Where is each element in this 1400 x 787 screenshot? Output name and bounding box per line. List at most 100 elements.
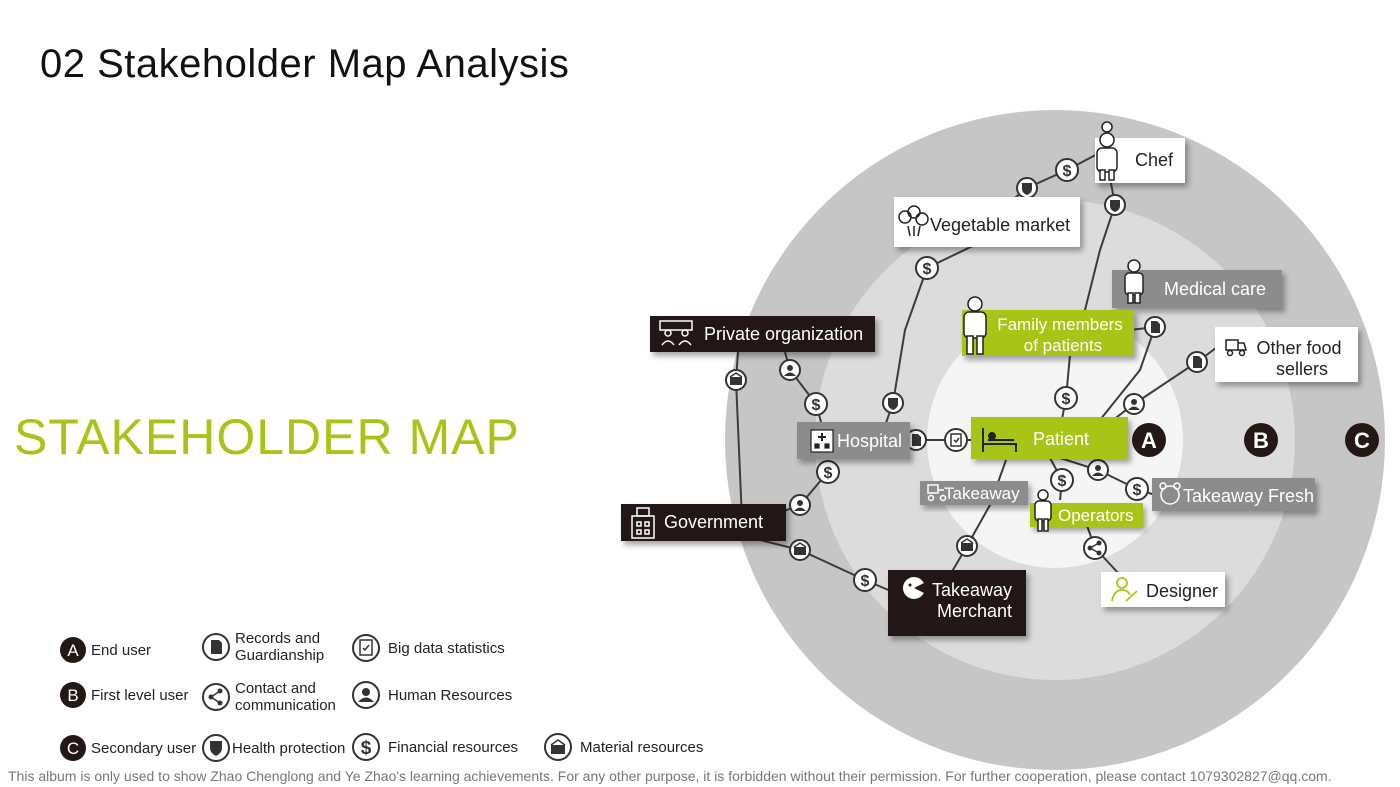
ring-c-letter: C bbox=[1354, 428, 1370, 453]
designer-label: Designer bbox=[1146, 581, 1218, 601]
person-icon bbox=[352, 681, 380, 709]
svg-text:$: $ bbox=[812, 397, 821, 414]
node-private-organization: Private organization bbox=[650, 316, 875, 352]
other-food-label-line2: sellers bbox=[1276, 359, 1328, 379]
node-takeaway-fresh: Takeaway Fresh bbox=[1152, 478, 1315, 511]
chef-label: Chef bbox=[1135, 150, 1174, 170]
ring-c-marker: C bbox=[1345, 423, 1379, 457]
operator-person-icon bbox=[1034, 489, 1052, 532]
contact-icon bbox=[1083, 536, 1107, 560]
legend-contact-line2: communication bbox=[235, 697, 336, 714]
human-resources-icons bbox=[779, 359, 1145, 516]
legend-bigdata: Big data statistics bbox=[351, 633, 505, 663]
legend-material-label: Material resources bbox=[580, 738, 704, 756]
hospital-icon bbox=[810, 429, 834, 453]
hospital-bed-icon bbox=[982, 428, 1017, 452]
svg-text:$: $ bbox=[824, 465, 833, 482]
broccoli-icon bbox=[898, 205, 929, 237]
vegetable-market-label: Vegetable market bbox=[930, 215, 1070, 235]
letter-a-badge-icon: A bbox=[60, 637, 86, 663]
merchant-logo-icon bbox=[903, 577, 926, 599]
financial-icons: $ $ $ $ $ $ $ $ bbox=[804, 158, 1149, 592]
family-label-line2: of patients bbox=[1024, 336, 1102, 355]
node-medical-care: Medical care bbox=[1112, 259, 1282, 308]
legend-end-user: A End user bbox=[59, 636, 151, 664]
svg-text:$: $ bbox=[1133, 482, 1142, 499]
doctor-icon bbox=[1124, 259, 1144, 304]
legend-health: Health protection bbox=[201, 733, 345, 763]
ring-b-marker: B bbox=[1244, 423, 1278, 457]
hospital-label: Hospital bbox=[837, 431, 902, 451]
takeaway-fresh-label: Takeaway Fresh bbox=[1183, 486, 1314, 506]
building-icon bbox=[631, 507, 655, 539]
bigdata-icon bbox=[944, 428, 968, 452]
legend-health-label: Health protection bbox=[232, 739, 346, 757]
box-icon bbox=[544, 733, 572, 761]
family-person-icon bbox=[963, 296, 987, 355]
private-organization-label: Private organization bbox=[704, 324, 863, 344]
legend-first-level-user-label: First level user bbox=[91, 686, 189, 704]
svg-text:$: $ bbox=[861, 573, 870, 590]
legend-financial: $ Financial resources bbox=[351, 732, 518, 762]
group-icon bbox=[659, 320, 693, 346]
ring-a-letter: A bbox=[1141, 428, 1157, 453]
document-icon bbox=[202, 633, 230, 661]
operators-label: Operators bbox=[1058, 506, 1134, 525]
patient-label: Patient bbox=[1033, 429, 1089, 449]
legend-end-user-label: End user bbox=[91, 641, 152, 659]
page-title: 02 Stakeholder Map Analysis bbox=[40, 42, 570, 86]
merchant-label-line1: Takeaway bbox=[932, 580, 1012, 600]
legend-material: Material resources bbox=[543, 732, 703, 762]
legend-secondary-user: C Secondary user bbox=[59, 734, 196, 762]
node-family-members: Family members of patients bbox=[962, 296, 1134, 356]
legend-records-line1: Records and bbox=[235, 630, 321, 647]
svg-text:$: $ bbox=[1063, 163, 1072, 180]
medical-care-label: Medical care bbox=[1164, 279, 1266, 299]
ring-b-letter: B bbox=[1253, 428, 1269, 453]
shield-icon bbox=[202, 734, 230, 762]
section-heading: STAKEHOLDER MAP bbox=[14, 409, 520, 465]
svg-text:$: $ bbox=[1058, 473, 1067, 490]
svg-text:$: $ bbox=[923, 261, 932, 278]
legend-records-line2: Guardianship bbox=[235, 647, 325, 664]
node-designer: Designer bbox=[1101, 572, 1225, 607]
clipboard-check-icon bbox=[352, 634, 380, 662]
node-chef: Chef bbox=[1095, 121, 1185, 183]
scooter-icon bbox=[927, 484, 947, 502]
legend-first-level-user: B First level user bbox=[59, 681, 189, 709]
legend-contact-line1: Contact and bbox=[235, 680, 316, 697]
family-label-line1: Family members bbox=[997, 315, 1123, 334]
node-takeaway: Takeaway bbox=[920, 481, 1028, 505]
node-operators: Operators bbox=[1030, 489, 1143, 532]
node-vegetable-market: Vegetable market bbox=[894, 197, 1080, 247]
legend-secondary-user-label: Secondary user bbox=[91, 739, 197, 757]
node-other-food-sellers: Other food sellers bbox=[1215, 327, 1358, 382]
delivery-truck-icon bbox=[1225, 339, 1247, 357]
legend-human: Human Resources bbox=[351, 680, 512, 710]
government-label: Government bbox=[664, 512, 763, 532]
svg-text:$: $ bbox=[361, 738, 372, 759]
merchant-label-line2: Merchant bbox=[937, 601, 1012, 621]
node-patient: Patient bbox=[971, 417, 1128, 459]
dollar-icon: $ bbox=[352, 733, 380, 761]
legend-financial-label: Financial resources bbox=[388, 738, 519, 756]
records-icons bbox=[905, 316, 1208, 451]
material-icons bbox=[725, 369, 978, 561]
svg-text:A: A bbox=[67, 641, 79, 660]
svg-text:$: $ bbox=[1062, 391, 1071, 408]
other-food-label-line1: Other food bbox=[1256, 338, 1341, 358]
fresh-mascot-icon bbox=[1159, 482, 1181, 505]
legend-bigdata-label: Big data statistics bbox=[388, 639, 505, 657]
legend-human-label: Human Resources bbox=[388, 686, 513, 704]
node-takeaway-merchant: Takeaway Merchant bbox=[888, 570, 1026, 636]
health-protection-icons bbox=[882, 177, 1126, 414]
ring-a-marker: A bbox=[1132, 423, 1166, 457]
chef-icon bbox=[1096, 121, 1118, 181]
share-icon bbox=[202, 683, 230, 711]
copyright-footer: This album is only used to show Zhao Che… bbox=[8, 768, 1332, 784]
designer-icon bbox=[1111, 577, 1138, 602]
takeaway-label: Takeaway bbox=[944, 484, 1020, 503]
svg-text:B: B bbox=[67, 686, 78, 705]
svg-text:C: C bbox=[67, 739, 79, 758]
